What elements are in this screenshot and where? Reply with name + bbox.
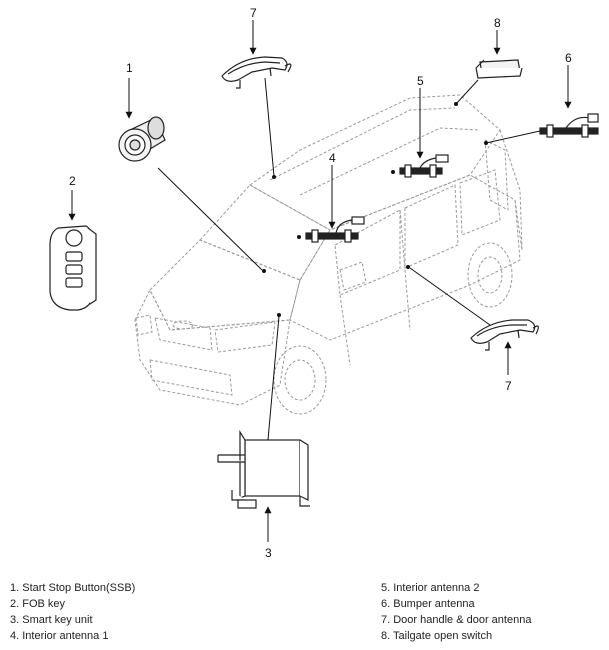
callout-3: 3 [265,546,272,560]
callout-7-bottom: 7 [505,379,512,393]
callout-5: 5 [417,74,424,88]
legend-left: 1. Start Stop Button(SSB) 2. FOB key 3. … [10,580,135,644]
interior-antenna-2-illustration [399,154,449,178]
legend-item: 4. Interior antenna 1 [10,630,109,642]
legend-item: 3. Smart key unit [10,614,93,626]
legend-item: 7. Door handle & door antenna [381,614,532,626]
bumper-antenna-illustration [539,113,599,138]
legend-right: 5. Interior antenna 2 6. Bumper antenna … [381,580,531,644]
callout-4: 4 [329,151,336,165]
callout-6: 6 [565,51,572,65]
legend-item: 6. Bumper antenna [381,598,475,610]
diagram-canvas: 1 2 3 4 5 6 7 7 8 [49,6,599,560]
legend-item: 2. FOB key [10,598,66,610]
anchor-points [262,102,488,317]
tailgate-switch-illustration [475,59,523,79]
callout-8: 8 [494,16,501,30]
door-handle-bottom-illustration [470,319,539,351]
smart-key-unit-illustration [217,429,310,509]
leader-lines [68,20,572,542]
start-stop-button-illustration [118,116,166,162]
vehicle-illustration [134,94,523,415]
legend-item: 8. Tailgate open switch [381,630,493,642]
legend-item: 5. Interior antenna 2 [381,582,480,594]
door-handle-top-illustration [221,56,292,89]
callout-7-top: 7 [250,6,257,20]
interior-antenna-1-illustration [305,216,365,243]
callout-2: 2 [69,174,76,188]
fob-key-illustration [49,225,97,311]
legend-item: 1. Start Stop Button(SSB) [10,582,136,594]
callout-1: 1 [126,61,133,75]
